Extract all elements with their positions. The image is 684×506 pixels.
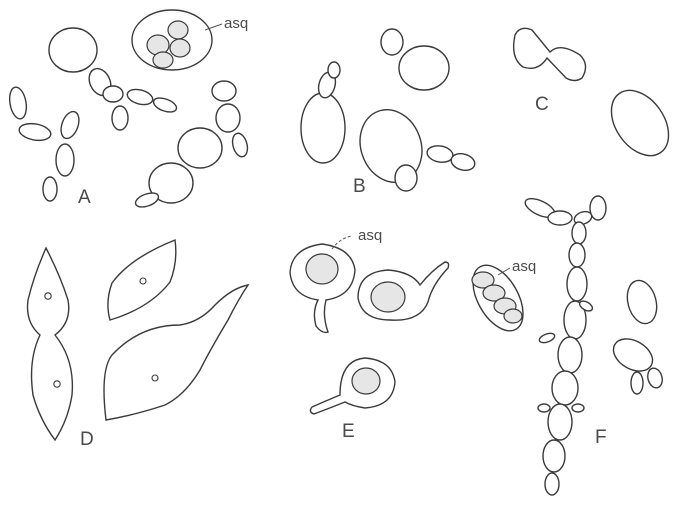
- callout-asq-e2: asq: [512, 258, 536, 275]
- panel-d-elongated-cells-left: [28, 248, 73, 440]
- panel-a-ascus: asq: [132, 10, 248, 70]
- panel-label-c: C: [535, 94, 549, 115]
- panel-c-septate-cell: [600, 80, 681, 167]
- panel-e: asq asq E: [290, 227, 536, 442]
- panel-e-ascus-elongated: asq: [463, 257, 537, 339]
- panel-c-twisted-cell: [514, 28, 586, 80]
- panel-f: F: [523, 195, 665, 495]
- panel-e-ascus-bottom: [310, 358, 395, 414]
- panel-c: C: [514, 28, 681, 166]
- panel-b-budding-cell-bottom: [350, 101, 477, 191]
- panel-label-a: A: [78, 187, 91, 208]
- callout-asq-a: asq: [224, 15, 248, 32]
- panel-d: D: [28, 240, 249, 450]
- panel-f-oval-cell: [623, 277, 661, 327]
- panel-label-e: E: [342, 421, 355, 442]
- panel-label-f: F: [595, 427, 607, 448]
- panel-f-budding-cluster: [608, 332, 665, 394]
- panel-b: B: [301, 29, 477, 197]
- panel-label-d: D: [80, 429, 94, 450]
- panel-a: asq A: [7, 10, 250, 210]
- panel-e-ascus-middle: [358, 262, 449, 320]
- panel-b-cell-chain-left: [301, 62, 345, 163]
- callout-asq-e: asq: [358, 227, 382, 244]
- panel-a-budding-cells-left: [7, 86, 82, 201]
- panel-f-pseudohyphae: [523, 195, 606, 495]
- panel-label-b: B: [353, 176, 366, 197]
- panel-b-budding-pair-top: [381, 29, 449, 90]
- panel-d-lemon-cell: [108, 240, 176, 320]
